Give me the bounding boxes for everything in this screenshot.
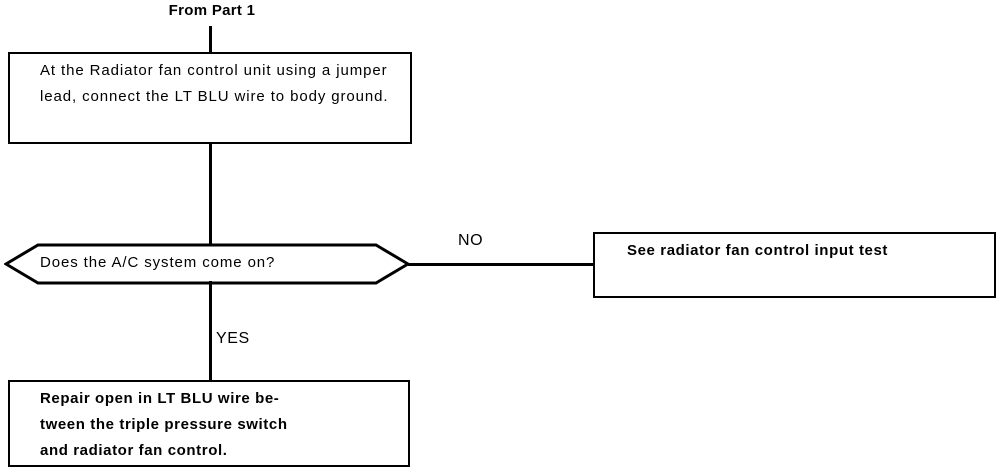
no-result-box bbox=[593, 232, 996, 298]
page-title: From Part 1 bbox=[168, 2, 256, 19]
connector-decision-to-yes-result bbox=[209, 281, 212, 381]
yes-result-box-text: Repair open in LT BLU wire be- tween the… bbox=[40, 390, 288, 459]
branch-label-yes: YES bbox=[216, 330, 250, 347]
instruction-box bbox=[8, 52, 412, 144]
decision-node-text: Does the A/C system come on? bbox=[40, 254, 276, 271]
connector-title-to-instruction bbox=[209, 26, 212, 53]
connector-instruction-to-decision bbox=[209, 142, 212, 248]
branch-label-no: NO bbox=[458, 232, 484, 249]
yes-result-box bbox=[8, 380, 410, 467]
connector-decision-to-no-result bbox=[408, 263, 595, 266]
no-result-box-text: See radiator fan control input test bbox=[627, 242, 889, 259]
instruction-box-text: At the Radiator fan control unit using a… bbox=[40, 62, 389, 105]
